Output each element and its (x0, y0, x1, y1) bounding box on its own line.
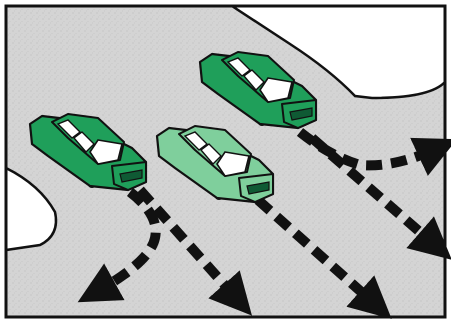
car-windshield (260, 78, 292, 102)
car-windshield (217, 152, 249, 176)
car-windshield (90, 140, 122, 164)
